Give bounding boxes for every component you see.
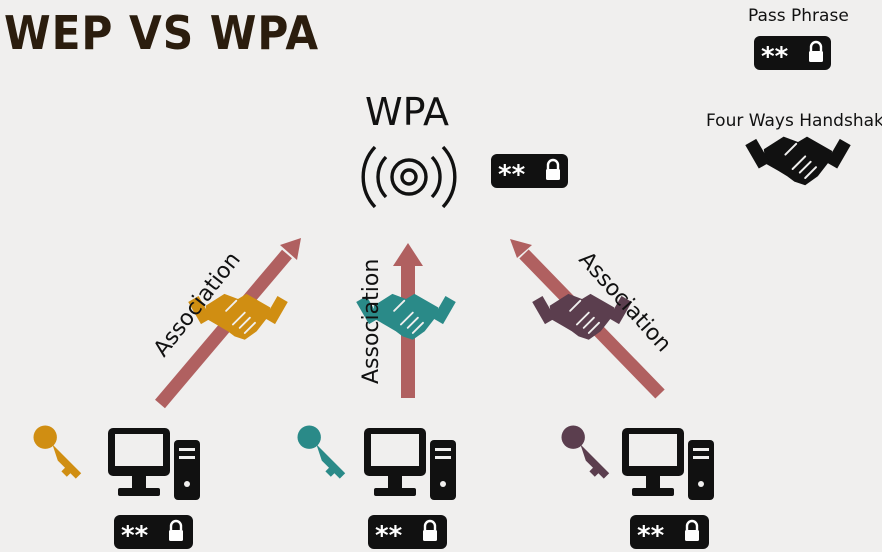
legend-handshake-label: Four Ways Handshake (706, 111, 882, 131)
computer-icon (364, 428, 456, 500)
client-left: ** (33, 425, 200, 551)
computer-icon (622, 428, 714, 500)
client-center: ** (297, 425, 456, 551)
password-mask: ** (637, 521, 665, 551)
legend-pass-phrase-label: Pass Phrase (748, 6, 849, 26)
access-point-password-badge: ** (491, 154, 568, 190)
client-password-badge: ** (630, 515, 709, 551)
key-icon (561, 425, 610, 479)
access-point-label: WPA (365, 90, 450, 134)
client-password-badge: ** (114, 515, 193, 551)
wireless-router-icon (361, 145, 457, 209)
client-password-badge: ** (368, 515, 447, 551)
password-mask: ** (375, 521, 403, 551)
association-label-center: Association (359, 259, 384, 384)
password-mask: ** (498, 160, 526, 190)
password-mask: ** (121, 521, 149, 551)
computer-icon (108, 428, 200, 500)
handshake-icon (745, 136, 851, 186)
association-arrow-left (155, 238, 301, 409)
key-icon (33, 425, 82, 479)
page-title: WEP VS WPA (4, 6, 320, 60)
client-right: ** (561, 425, 714, 551)
legend-pass-phrase-badge: ** (754, 36, 831, 72)
key-icon (297, 425, 346, 479)
password-mask: ** (761, 42, 789, 72)
